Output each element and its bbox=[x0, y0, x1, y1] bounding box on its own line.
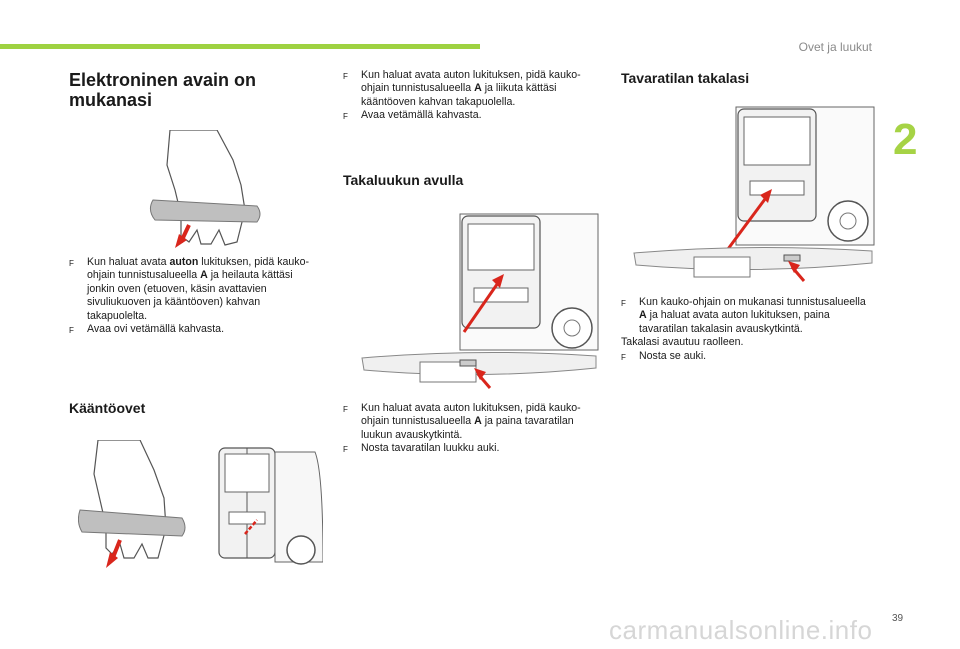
bullet-marker: F bbox=[343, 445, 348, 455]
col3-bullet-2: F Nosta se auki. bbox=[621, 350, 871, 363]
col2-text-bottom: F Kun haluat avata auton lukituksen, pid… bbox=[343, 402, 595, 456]
col2-bullet-2: F Avaa vetämällä kahvasta. bbox=[343, 109, 595, 122]
bullet-marker: F bbox=[343, 72, 348, 81]
bold-text: auton bbox=[169, 256, 199, 268]
text: Nosta tavaratilan luukku auki. bbox=[361, 442, 500, 455]
bullet-marker: F bbox=[69, 259, 74, 268]
col2-text-top: F Kun haluat avata auton lukituksen, pid… bbox=[343, 69, 595, 123]
text: Kun haluat avata auton lukituksen, pidä … bbox=[361, 402, 581, 428]
text: Kun haluat avata bbox=[87, 256, 170, 268]
col1-bullet-1: F Kun haluat avata auton lukituksen, pid… bbox=[69, 256, 319, 323]
col1-text-block: F Kun haluat avata auton lukituksen, pid… bbox=[69, 256, 319, 336]
heading-rear-doors: Kääntöovet bbox=[69, 400, 146, 416]
text: ja liikuta kättäsi kääntöoven kahvan tak… bbox=[361, 82, 557, 108]
bullet-marker: F bbox=[69, 326, 74, 336]
section-title: Ovet ja luukut bbox=[798, 40, 872, 54]
bold-text: A bbox=[474, 415, 482, 428]
col2-bullet-3: F Kun haluat avata auton lukituksen, pid… bbox=[343, 402, 595, 442]
text: ja heilauta kättäsi jonkin oven (etuoven… bbox=[87, 269, 293, 322]
rear-door-hand-illustration bbox=[78, 440, 188, 570]
text: ja paina tavaratilan luukun avauskytkint… bbox=[361, 415, 574, 441]
col3-bullet-1: F Kun kauko-ohjain on mukanasi tunnistus… bbox=[621, 296, 871, 336]
tailgate-van-illustration bbox=[360, 210, 600, 390]
bullet-marker: F bbox=[621, 299, 626, 308]
col2-bullet-4: F Nosta tavaratilan luukku auki. bbox=[343, 442, 595, 455]
hand-handle-illustration bbox=[145, 130, 265, 248]
text: ja haluat avata auton lukituksen, paina … bbox=[639, 309, 830, 335]
header-accent-bar bbox=[0, 44, 480, 49]
bold-text: A bbox=[639, 309, 647, 322]
chapter-number: 2 bbox=[893, 115, 918, 164]
bullet-marker: F bbox=[343, 405, 348, 414]
text: Kun kauko-ohjain on mukanasi tunnistusal… bbox=[639, 296, 866, 308]
text: lukituksen, pidä kauko-ohjain tunnistusa… bbox=[87, 256, 310, 282]
text: Nosta se auki. bbox=[639, 349, 707, 362]
heading-electronic-key: Elektroninen avain on mukanasi bbox=[69, 70, 257, 110]
col2-bullet-1: F Kun haluat avata auton lukituksen, pid… bbox=[343, 69, 595, 109]
text: Kun haluat avata auton lukituksen, pidä … bbox=[361, 69, 581, 95]
bullet-marker: F bbox=[343, 112, 348, 122]
text: Avaa ovi vetämällä kahvasta. bbox=[87, 323, 225, 336]
bold-text: A bbox=[200, 269, 208, 282]
bullet-marker: F bbox=[621, 352, 626, 362]
page-number: 39 bbox=[892, 613, 904, 624]
rear-window-van-illustration bbox=[632, 105, 876, 287]
van-rear-doors-illustration bbox=[205, 442, 323, 572]
heading-rear-window: Tavaratilan takalasi bbox=[621, 70, 750, 86]
col3-plain-line: Takalasi avautuu raolleen. bbox=[621, 336, 744, 349]
heading-tailgate: Takaluukun avulla bbox=[343, 172, 464, 188]
text: Avaa vetämällä kahvasta. bbox=[361, 109, 482, 122]
col1-bullet-2: F Avaa ovi vetämällä kahvasta. bbox=[69, 323, 319, 336]
watermark: carmanualsonline.info bbox=[609, 615, 873, 645]
bold-text: A bbox=[474, 82, 482, 95]
col3-text: F Kun kauko-ohjain on mukanasi tunnistus… bbox=[621, 296, 871, 363]
